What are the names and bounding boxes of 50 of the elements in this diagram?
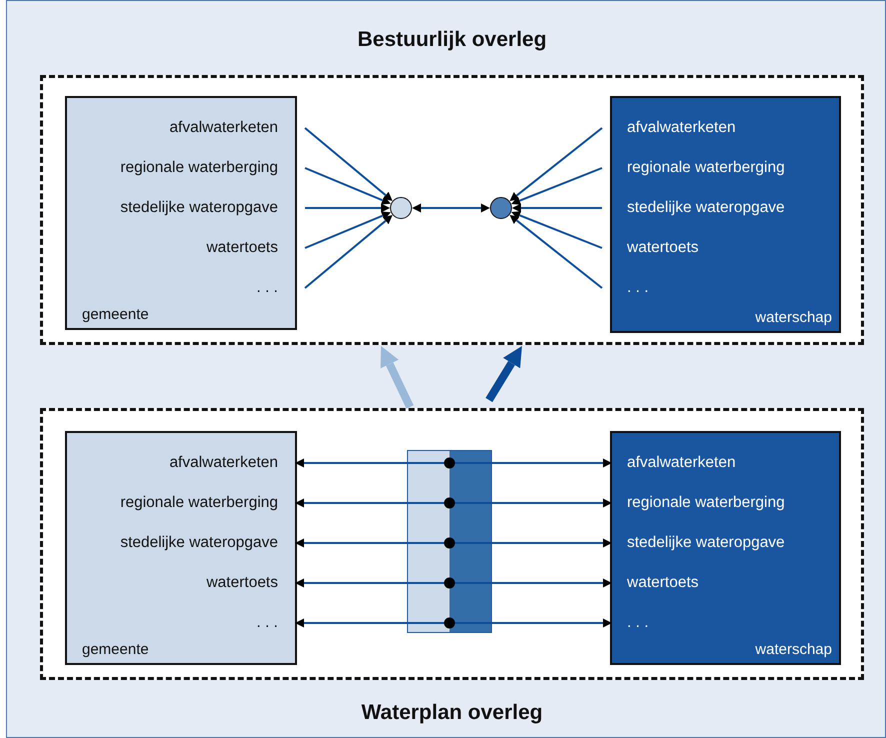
organization-box [610,431,841,665]
connector-arrow [304,127,393,201]
connector-arrow [511,211,602,249]
list-item: afvalwaterketen [67,114,295,142]
connector-arrow [296,578,612,588]
box-label: gemeente [82,641,149,658]
connector-arrow [296,498,612,508]
list-item: . . . [67,274,295,302]
connector-arrow [304,212,391,249]
connector-arrow [304,167,391,204]
thick-arrow [486,346,522,402]
list-item: afvalwaterketen [67,449,295,477]
junction-circle [490,197,512,219]
list-item: . . . [612,609,840,637]
thick-arrow [380,346,414,409]
list-item: regionale waterberging [67,489,295,517]
connector-arrow [511,167,602,205]
connector-arrow [412,204,490,212]
list-item: watertoets [67,569,295,597]
connector-arrow [296,618,612,628]
list-item: regionale waterberging [612,154,840,182]
list-item: . . . [612,274,840,302]
organization-box [65,431,297,665]
organization-box [610,96,841,333]
list-item: stedelijke wateropgave [612,529,840,557]
connector-arrow [305,204,390,212]
list-item: afvalwaterketen [612,114,840,142]
organization-box [65,96,297,330]
junction-circle [390,197,412,219]
list-item: watertoets [612,234,840,262]
connector-arrow [510,214,603,289]
panel-heading: Bestuurlijk overleg [356,28,548,52]
list-item: . . . [67,609,295,637]
box-label: waterschap [755,641,832,658]
connector-arrow [512,204,602,212]
connector-arrow [296,538,612,548]
connector-arrow [296,458,612,468]
box-label: waterschap [755,309,832,326]
list-item: watertoets [612,569,840,597]
list-item: afvalwaterketen [612,449,840,477]
list-item: stedelijke wateropgave [67,529,295,557]
list-item: regionale waterberging [67,154,295,182]
connector-arrow [304,215,393,289]
panel-heading: Waterplan overleg [360,701,544,725]
list-item: regionale waterberging [612,489,840,517]
connector-arrow [510,127,603,202]
list-item: stedelijke wateropgave [67,194,295,222]
list-item: stedelijke wateropgave [612,194,840,222]
list-item: watertoets [67,234,295,262]
box-label: gemeente [82,306,149,323]
